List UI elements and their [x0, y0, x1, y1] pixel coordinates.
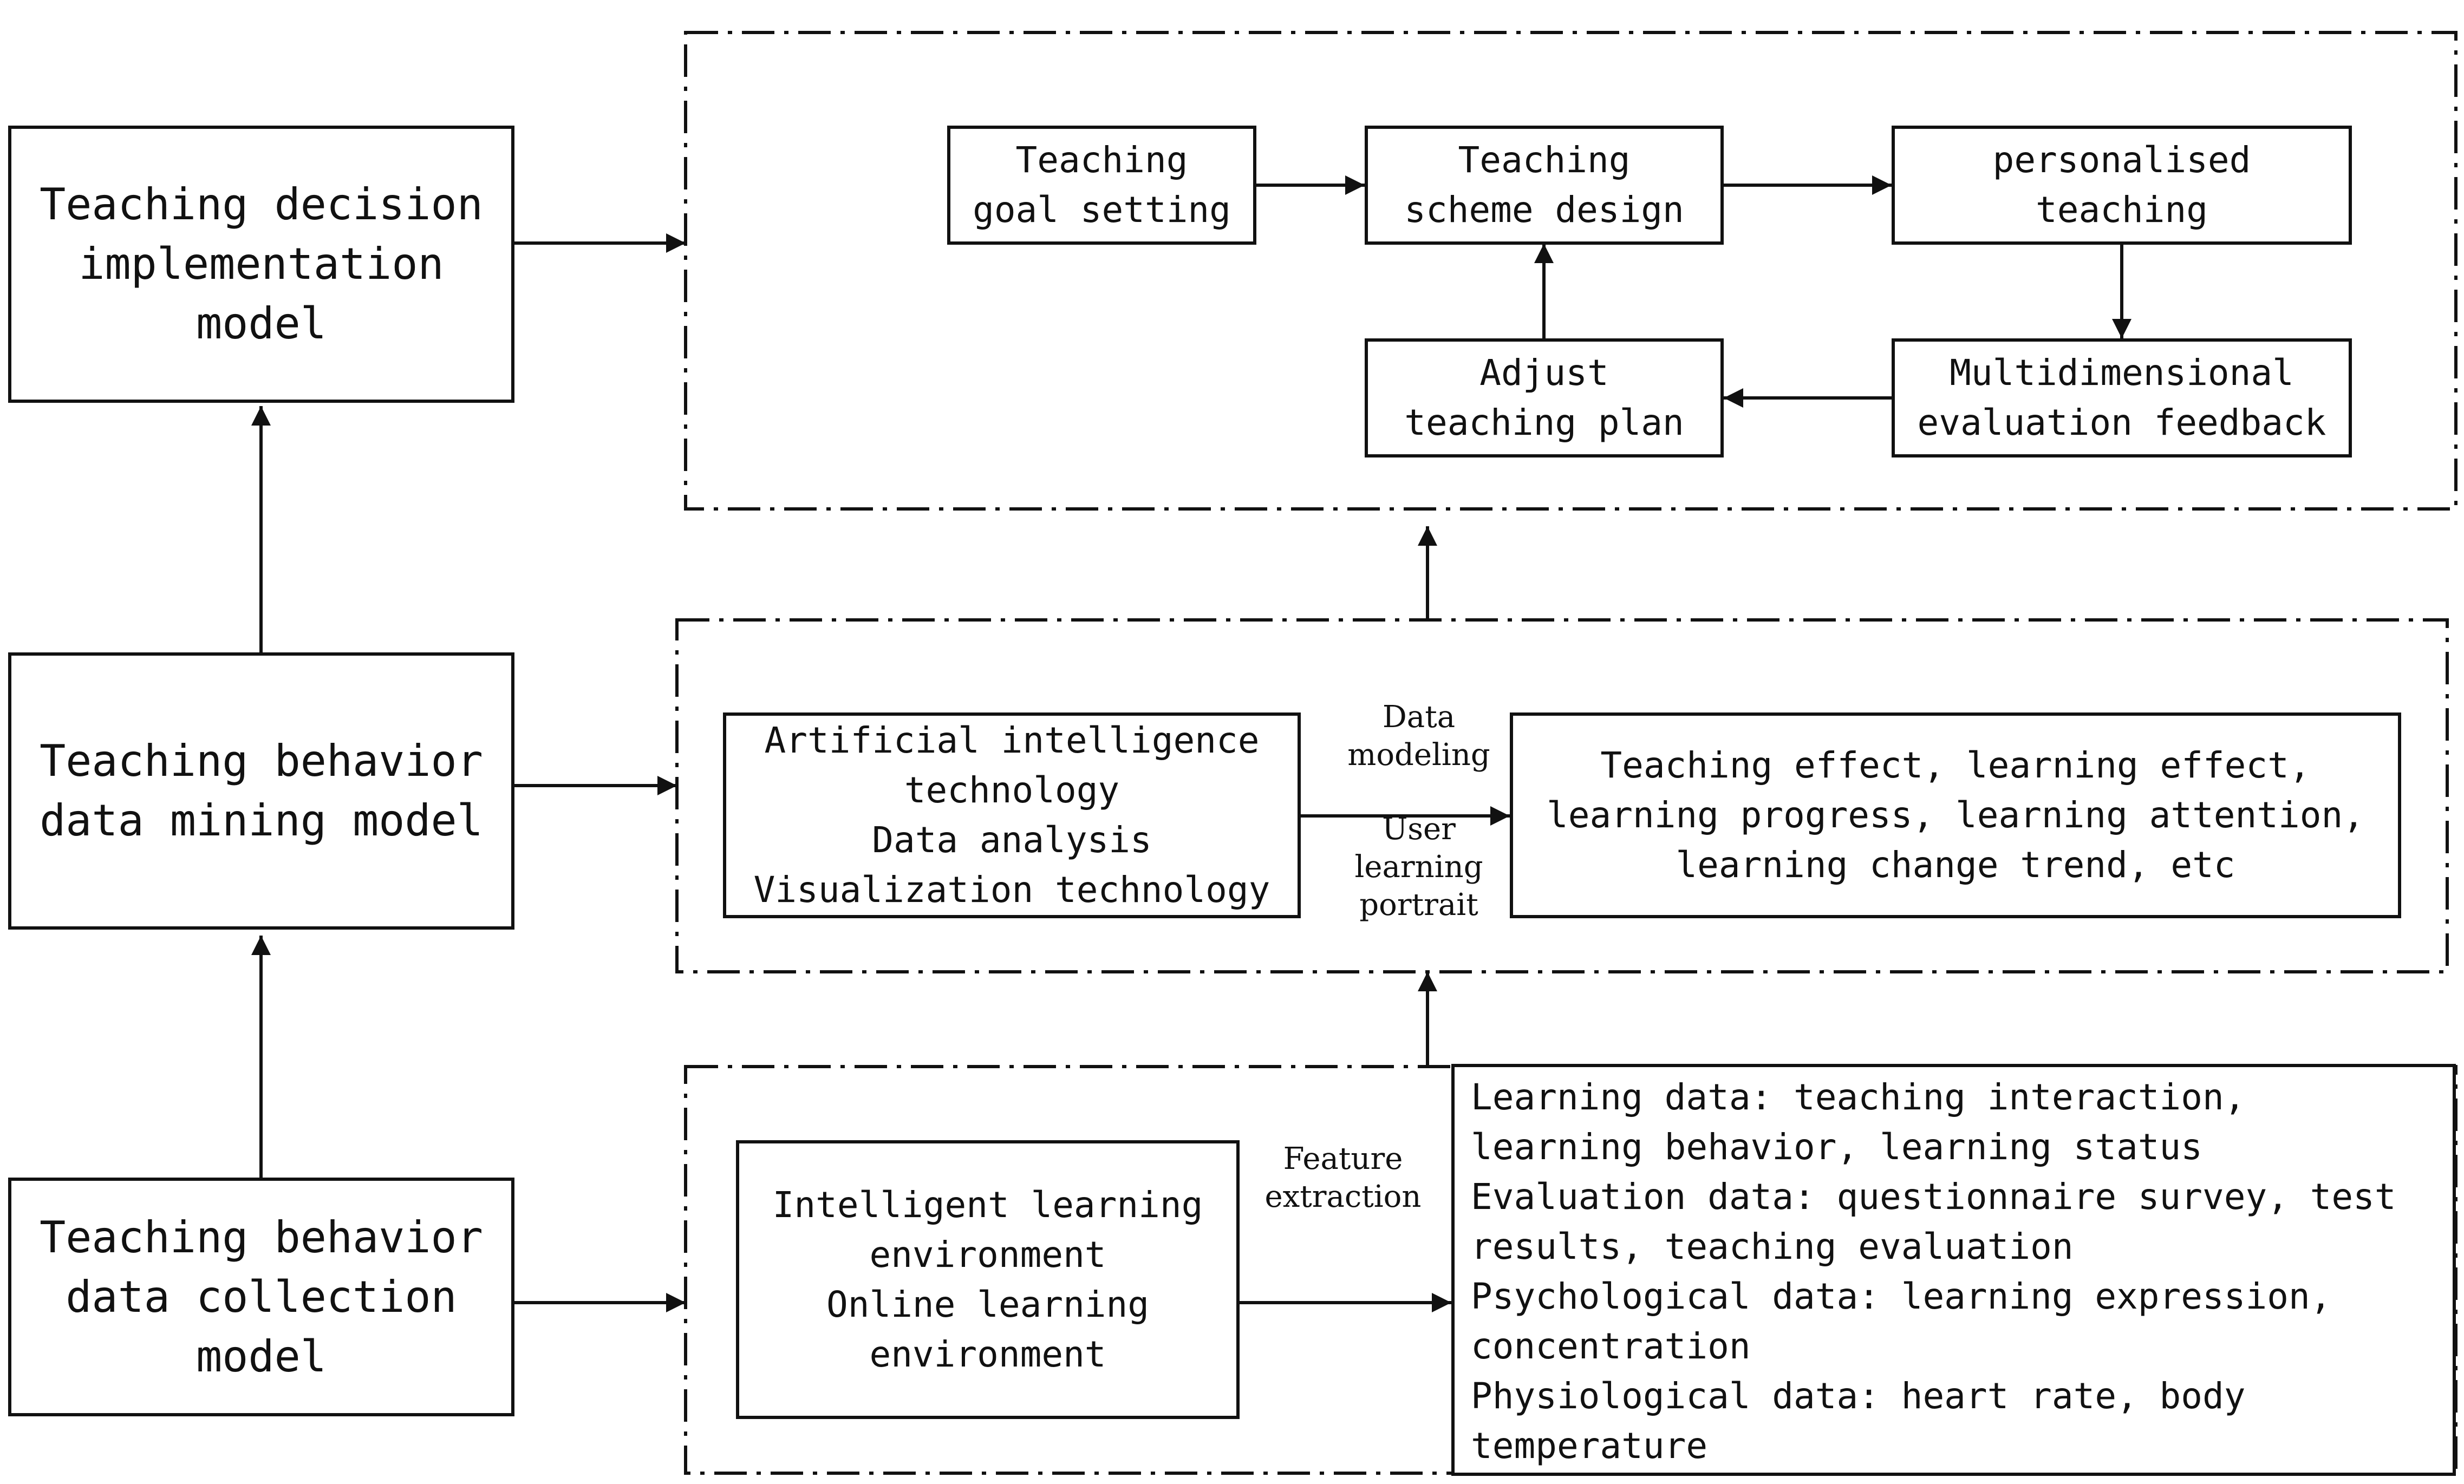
user-learning-portrait-label: User learning portrait: [1354, 812, 1483, 923]
evaluation-feedback-box: Multidimensional evaluation feedback: [1892, 338, 2352, 457]
learning-environment-box: Intelligent learning environment Online …: [736, 1140, 1240, 1419]
data-mining-model-box: Teaching behavior data mining model: [8, 652, 514, 930]
feature-extraction-label: Feature extraction: [1264, 1141, 1422, 1214]
learning-effects-box: Teaching effect, learning effect, learni…: [1510, 712, 2401, 918]
techniques-box: Artificial intelligence technology Data …: [723, 712, 1301, 918]
adjust-plan-box: Adjust teaching plan: [1365, 338, 1724, 457]
decision-implementation-model-box: Teaching decision implementation model: [8, 126, 514, 403]
goal-setting-box: Teaching goal setting: [947, 126, 1256, 245]
data-collection-model-box: Teaching behavior data collection model: [8, 1178, 514, 1416]
personalised-teaching-box: personalised teaching: [1892, 126, 2352, 245]
scheme-design-box: Teaching scheme design: [1365, 126, 1724, 245]
collected-data-box: Learning data: teaching interaction, lea…: [1451, 1064, 2456, 1476]
data-modeling-label: Data modeling: [1347, 699, 1490, 773]
decision-panel-border: [684, 31, 2458, 511]
mining-panel-border: [675, 618, 2449, 973]
